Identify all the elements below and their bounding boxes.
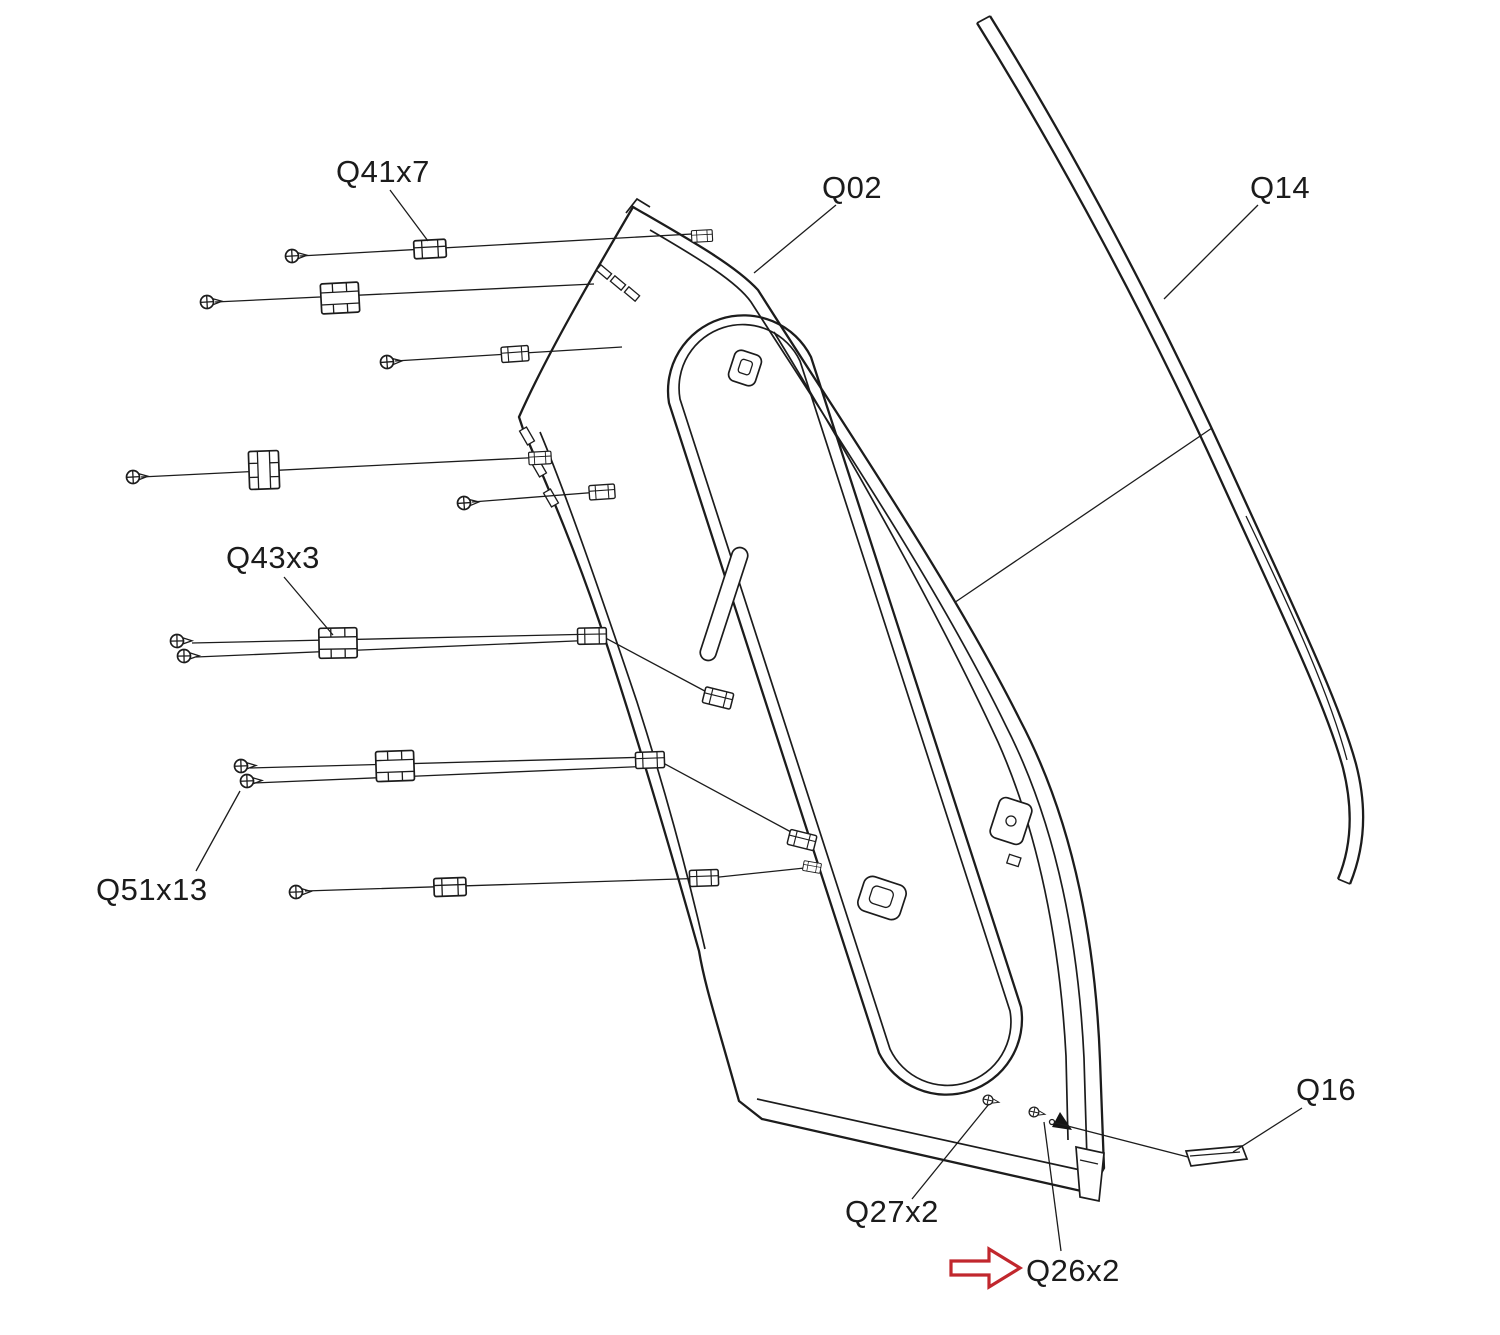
trim-strip-detail-line [1245,515,1348,761]
callout-q02: Q02 [822,170,882,205]
screw-icon [199,293,224,310]
clip-icon [588,483,616,501]
panel-handle-detail [857,875,907,921]
callout-q43: Q43x3 [226,540,320,575]
screw-icon [169,633,193,649]
panel-inner-flange [649,229,1088,1161]
clip-icon [527,450,553,466]
clip-icon [576,626,608,646]
trim-strip-outer-edge [989,15,1365,885]
clip-icon [688,868,720,888]
q16-end-cap-part [1048,1118,1249,1167]
screw-icon [284,247,309,264]
clip-icon [319,281,361,315]
panel-small-clip-detail [1005,853,1022,868]
screw-icon [379,353,404,370]
callout-labels: Q41x7 Q02 Q14 Q43x3 Q51x13 Q27x2 Q26x2 Q… [96,154,1356,1288]
callout-q27: Q27x2 [845,1194,939,1229]
door-trim-panel [517,197,1106,1203]
clip-icon [432,876,468,898]
panel-top-clip-marks [595,263,641,303]
screw-icon [125,468,150,485]
panel-opening-inner [678,323,1012,1087]
clip-icon [317,626,359,660]
highlight-arrow-icon [949,1246,1024,1290]
screw-icon [239,773,264,789]
clip-icon [374,749,416,783]
screw-icon [456,494,481,511]
panel-top-bracket [727,349,763,387]
clip-icon [247,449,281,491]
callout-leader-lines [195,189,1303,1252]
panel-pull-strip [699,546,749,662]
clip-icon [690,229,714,243]
panel-window-frame-line [773,331,1069,1141]
panel-opening-outer [666,314,1024,1096]
callout-q26: Q26x2 [1026,1253,1120,1288]
panel-bottom-corner-bracket [1075,1145,1105,1203]
window-trim-strip [947,15,1365,885]
clip-icon [412,238,448,260]
screw-icon [233,758,258,774]
callout-q41: Q41x7 [336,154,430,189]
callout-q16: Q16 [1296,1072,1356,1107]
panel-outer-contour [517,205,1106,1195]
trim-strip-pointer-line [947,427,1213,608]
screw-icon [176,648,200,664]
panel-bottom-inner-line [756,1098,1086,1172]
callout-q51: Q51x13 [96,872,208,907]
panel-side-bracket [989,796,1033,846]
trim-strip-inner-edge [976,22,1351,880]
clip-icon [500,344,530,364]
clip-icon [634,750,666,770]
panel-top-tip [625,197,651,214]
screw-icon [288,884,313,900]
callout-q14: Q14 [1250,170,1310,205]
